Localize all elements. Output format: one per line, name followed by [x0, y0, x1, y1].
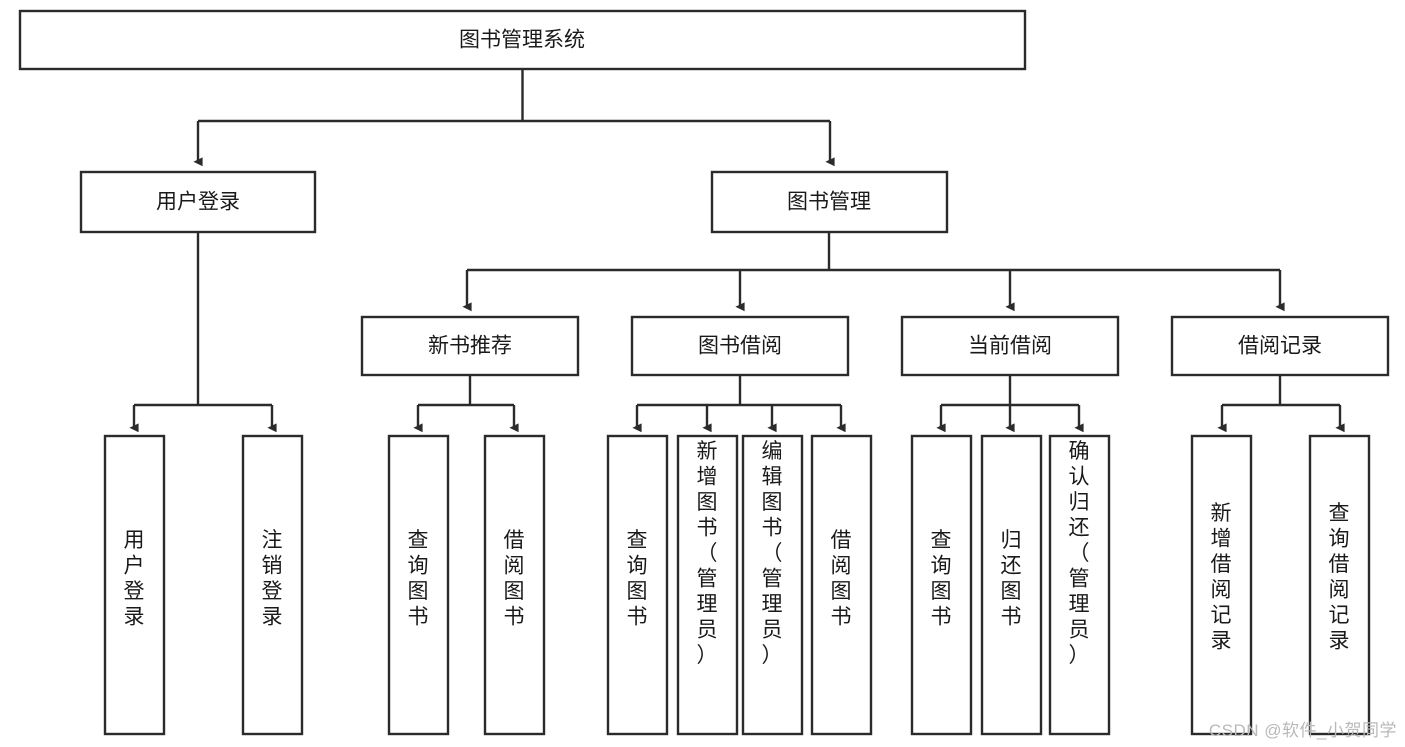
node-book-borrow[interactable]: 图书借阅	[630, 315, 850, 377]
leaf-user-login[interactable]: 用户登录	[103, 434, 166, 736]
node-book-manage-label: 图书管理	[787, 191, 871, 214]
leaf-query-borrow-record[interactable]: 查询借阅记录	[1308, 434, 1371, 736]
node-borrow-record-label: 借阅记录	[1238, 335, 1322, 358]
leaf-add-borrow-record-label: 新增借阅记录	[1211, 502, 1232, 653]
leaf-query-book-1[interactable]: 查询图书	[387, 434, 450, 736]
connector-root-stem	[193, 69, 835, 167]
leaf-borrow-book-2[interactable]: 借阅图书	[810, 434, 873, 736]
leaf-confirm-return-admin[interactable]: 确认归还（管理员）	[1048, 434, 1111, 736]
leaf-add-borrow-record[interactable]: 新增借阅记录	[1190, 434, 1253, 736]
node-user-login[interactable]: 用户登录	[79, 170, 317, 234]
connector-borrowrecord-to-leaves	[1217, 375, 1345, 433]
node-current-borrow[interactable]: 当前借阅	[900, 315, 1120, 377]
leaf-edit-book-admin-label: 编辑图书（管理员）	[762, 440, 783, 667]
leaf-query-book-3[interactable]: 查询图书	[910, 434, 973, 736]
leaf-edit-book-admin[interactable]: 编辑图书（管理员）	[741, 434, 804, 736]
leaf-query-book-2[interactable]: 查询图书	[606, 434, 669, 736]
leaf-borrow-book-1[interactable]: 借阅图书	[483, 434, 546, 736]
leaf-return-book-label: 归还图书	[1001, 529, 1022, 629]
leaf-borrow-book-1-label: 借阅图书	[504, 529, 525, 629]
node-root-label: 图书管理系统	[459, 29, 585, 52]
node-borrow-record[interactable]: 借阅记录	[1170, 315, 1390, 377]
leaf-user-login-label: 用户登录	[124, 529, 145, 629]
node-book-borrow-label: 图书借阅	[698, 335, 782, 358]
leaf-query-book-1-label: 查询图书	[408, 529, 429, 629]
leaf-query-book-3-label: 查询图书	[931, 529, 952, 629]
leaf-logout-login[interactable]: 注销登录	[241, 434, 304, 736]
node-current-borrow-label: 当前借阅	[968, 335, 1052, 358]
node-root[interactable]: 图书管理系统	[18, 9, 1027, 71]
node-new-book-recommend-label: 新书推荐	[428, 335, 512, 358]
connector-userlogin-to-leaves	[129, 232, 277, 433]
leaf-add-book-admin-label: 新增图书（管理员）	[697, 440, 718, 667]
connector-newbook-to-leaves	[413, 375, 519, 433]
node-user-login-label: 用户登录	[156, 191, 240, 214]
leaf-return-book[interactable]: 归还图书	[980, 434, 1043, 736]
leaf-query-book-2-label: 查询图书	[627, 529, 648, 629]
leaf-query-borrow-record-label: 查询借阅记录	[1329, 502, 1350, 653]
leaf-confirm-return-admin-label: 确认归还（管理员）	[1069, 440, 1090, 667]
connector-bookborrow-to-leaves	[632, 375, 846, 433]
node-book-manage[interactable]: 图书管理	[710, 170, 949, 234]
leaf-borrow-book-2-label: 借阅图书	[831, 529, 852, 629]
connector-bookmanage-to-level3	[462, 232, 1285, 312]
connector-currentborrow-to-leaves	[936, 375, 1084, 433]
leaf-add-book-admin[interactable]: 新增图书（管理员）	[676, 434, 739, 736]
leaf-logout-login-label: 注销登录	[262, 529, 283, 629]
node-new-book-recommend[interactable]: 新书推荐	[360, 315, 580, 377]
